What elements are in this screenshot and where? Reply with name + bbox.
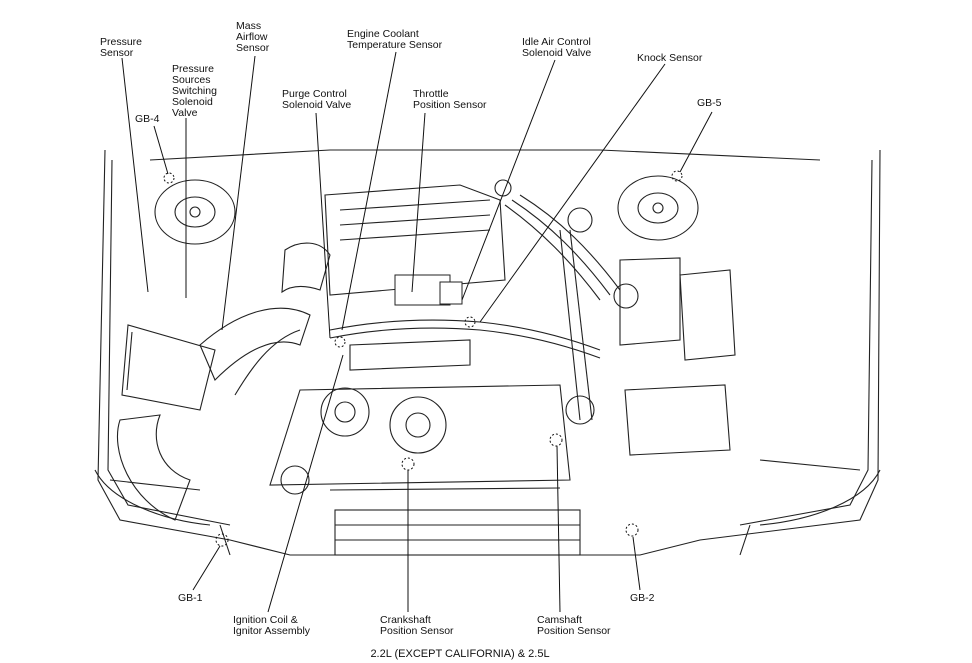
- wire-harness: [329, 194, 621, 421]
- idle-air-control-solenoid-valve-label: Idle Air Control Solenoid Valve: [522, 36, 592, 59]
- front-engine: [269, 384, 595, 495]
- throttle-position-sensor-label: Throttle Position Sensor: [413, 88, 487, 111]
- right-strut-tower: [617, 175, 699, 241]
- leader-lines: [121, 51, 713, 613]
- air-cleaner-box: [116, 324, 216, 521]
- intake-manifold: [324, 184, 506, 306]
- gb4-label: GB-4: [135, 113, 160, 125]
- gb1-label: GB-1: [178, 592, 203, 604]
- ground-points: [163, 170, 683, 547]
- headlights: [94, 459, 881, 526]
- pressure-sources-switching-solenoid-valve-label: Pressure Sources Switching Solenoid Valv…: [172, 63, 217, 119]
- diagram-caption: 2.2L (EXCEPT CALIFORNIA) & 2.5L: [370, 648, 550, 660]
- radiator: [334, 509, 581, 556]
- camshaft-position-sensor-label: Camshaft Position Sensor: [537, 614, 611, 637]
- ignition-coil-ignitor-assembly-label: Ignition Coil & Ignitor Assembly: [233, 614, 311, 637]
- knock-sensor-label: Knock Sensor: [637, 52, 703, 64]
- gb1-point: [215, 533, 229, 547]
- gb2-point: [625, 523, 639, 537]
- purge-control-solenoid-valve-label: Purge Control Solenoid Valve: [282, 88, 352, 111]
- gb5-label: GB-5: [697, 97, 722, 109]
- mass-airflow-sensor-label: Mass Airflow Sensor: [236, 20, 270, 54]
- battery: [494, 179, 736, 456]
- gb5-point: [671, 170, 683, 182]
- gb4-point: [163, 172, 175, 184]
- intake-duct: [199, 242, 331, 396]
- crankshaft-position-sensor-label: Crankshaft Position Sensor: [380, 614, 454, 637]
- left-strut-tower: [154, 179, 236, 245]
- pressure-sensor-label: Pressure Sensor: [100, 36, 143, 59]
- engine-coolant-temperature-sensor-label: Engine Coolant Temperature Sensor: [347, 28, 443, 51]
- gb2-label: GB-2: [630, 592, 655, 604]
